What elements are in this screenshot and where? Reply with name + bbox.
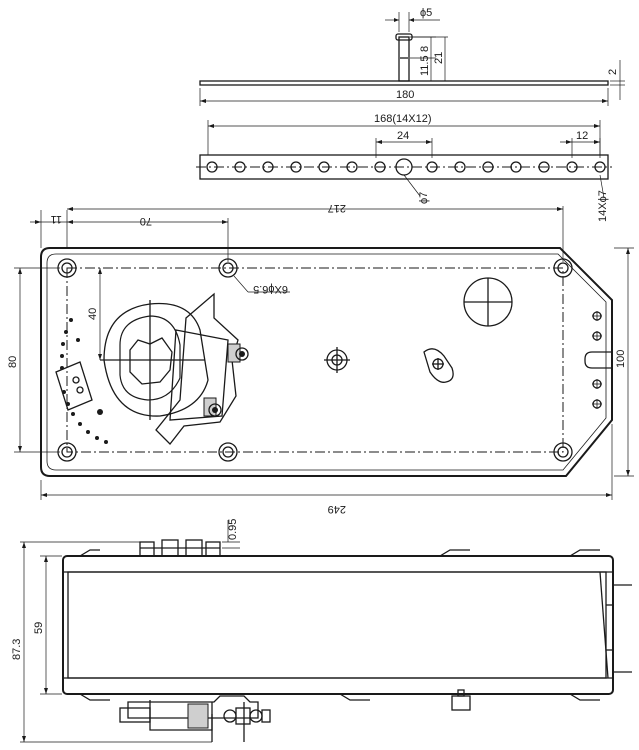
mount-holes (57, 258, 573, 462)
clip-thickness-label: 0.95 (227, 519, 239, 540)
hole-span-label: 168(14X12) (374, 113, 432, 125)
pin-total-label: 21 (433, 52, 445, 64)
pin-shaft (398, 36, 410, 82)
centerline-frame (66, 267, 564, 453)
body-outline (40, 247, 613, 477)
side-view: 0.95 (11, 519, 632, 743)
slotted-strip: 168(14X12) 24 12 (196, 113, 612, 222)
scale-dots (60, 318, 108, 444)
side-notch (584, 351, 612, 369)
body-height-label: 80 (7, 356, 19, 368)
hole-spacing-label: 70 (140, 215, 152, 227)
top-clips (139, 539, 221, 557)
side-height-label: 59 (33, 622, 45, 634)
strip-holes (206, 158, 606, 176)
pitch-label: 12 (576, 130, 588, 142)
bottom-bracket (119, 689, 471, 742)
thin-plate-side (199, 80, 609, 86)
top-offset-label: 11 (51, 213, 62, 225)
pin-dia-label: ϕ5 (420, 7, 432, 19)
arm-height-label: 40 (87, 308, 99, 320)
mount-span-label: 217 (328, 202, 346, 214)
pin-view: ϕ5 8 11.5 21 2 180 (199, 7, 625, 106)
mount-holes-label: 6Xϕ6.5 (253, 283, 288, 295)
pin-top-label: 8 (419, 46, 431, 52)
total-height-label: 87.3 (11, 639, 23, 660)
center-hole-dia-label: ϕ7 (418, 192, 430, 204)
right-holes (592, 311, 602, 409)
plate-length-label: 180 (396, 89, 414, 101)
adjuster-slot (423, 348, 454, 383)
body-length-label: 249 (328, 503, 346, 515)
slot-holes-label: 14Xϕ7 (597, 190, 609, 222)
pin-bottom-label: 11.5 (419, 55, 431, 76)
center-gap-label: 24 (397, 130, 409, 142)
side-body (62, 555, 614, 695)
body-plan-view: 11 70 217 6Xϕ6.5 (7, 202, 634, 515)
plate-thickness-label: 2 (607, 69, 619, 75)
clamp-mechanism: 40 (55, 268, 249, 445)
body-width-label: 100 (615, 350, 627, 368)
